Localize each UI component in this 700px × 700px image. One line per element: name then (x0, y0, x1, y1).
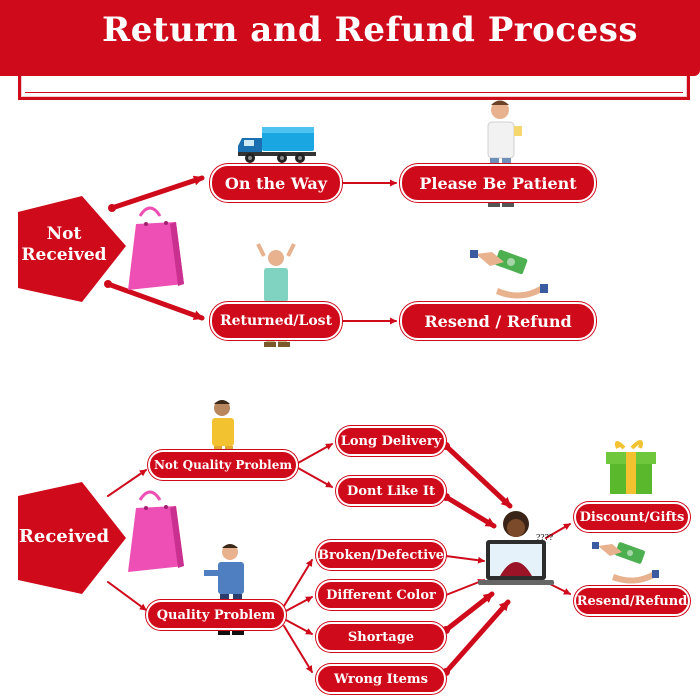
money-hand-icon (592, 542, 659, 584)
broken-defective-pill: Broken/Defective (316, 540, 446, 570)
returned-lost-pill: Returned/Lost (210, 302, 342, 340)
arrow-shortage-agent (443, 591, 495, 633)
quality-problem-pill: Quality Problem (146, 600, 286, 630)
arrow-color-agent (445, 578, 485, 596)
arrow-received-not-quality (107, 469, 147, 497)
arrow-broken-agent (445, 555, 485, 564)
received-pentagon (18, 482, 126, 594)
svg-text:????: ???? (536, 533, 553, 542)
dont-like-it-pill: Dont Like It (336, 476, 446, 506)
truck-icon (238, 127, 316, 163)
long-delivery-pill: Long Delivery (336, 426, 446, 456)
not-received-label: Not Received (18, 224, 110, 266)
arrow-not-quality-dont-like (297, 467, 333, 488)
arrow-quality-color (285, 596, 313, 612)
on-the-way-pill: On the Way (210, 164, 342, 202)
not-received-line1: Not (46, 224, 82, 244)
received-label: Received (18, 526, 110, 547)
arrow-not-received-on-the-way (109, 175, 205, 211)
shopping-bag-icon (128, 490, 184, 572)
shortage-pill: Shortage (316, 622, 446, 652)
arrow-not-received-returned-lost (105, 281, 205, 321)
arrow-quality-broken (283, 559, 313, 607)
resend-refund-received-pill: Resend/Refund (574, 586, 690, 616)
not-quality-problem-pill: Not Quality Problem (148, 450, 298, 480)
arrow-quality-shortage (285, 619, 313, 635)
arrow-not-quality-long-delivery (297, 443, 333, 464)
arrow-long-delivery-agent (443, 443, 513, 509)
discount-gifts-pill: Discount/Gifts (574, 502, 690, 532)
different-color-pill: Different Color (316, 580, 446, 610)
not-received-pentagon (18, 196, 126, 302)
resend-refund-pill: Resend / Refund (400, 302, 596, 340)
money-hand-icon (470, 249, 548, 299)
support-agent-icon: ???? (478, 511, 554, 585)
please-be-patient-pill: Please Be Patient (400, 164, 596, 202)
arrow-received-quality (107, 581, 147, 611)
arrow-wrong-agent (443, 599, 511, 675)
arrow-dont-like-agent (443, 494, 497, 529)
wrong-items-pill: Wrong Items (316, 664, 446, 694)
shopping-bag-icon (128, 206, 184, 290)
page-title: Return and Refund Process (102, 10, 638, 50)
title-banner: Return and Refund Process (0, 0, 700, 76)
arrow-agent-discount (545, 523, 571, 539)
arrow-quality-wrong (283, 625, 313, 673)
gift-box-icon (606, 440, 656, 494)
not-received-line2: Received (21, 245, 107, 265)
